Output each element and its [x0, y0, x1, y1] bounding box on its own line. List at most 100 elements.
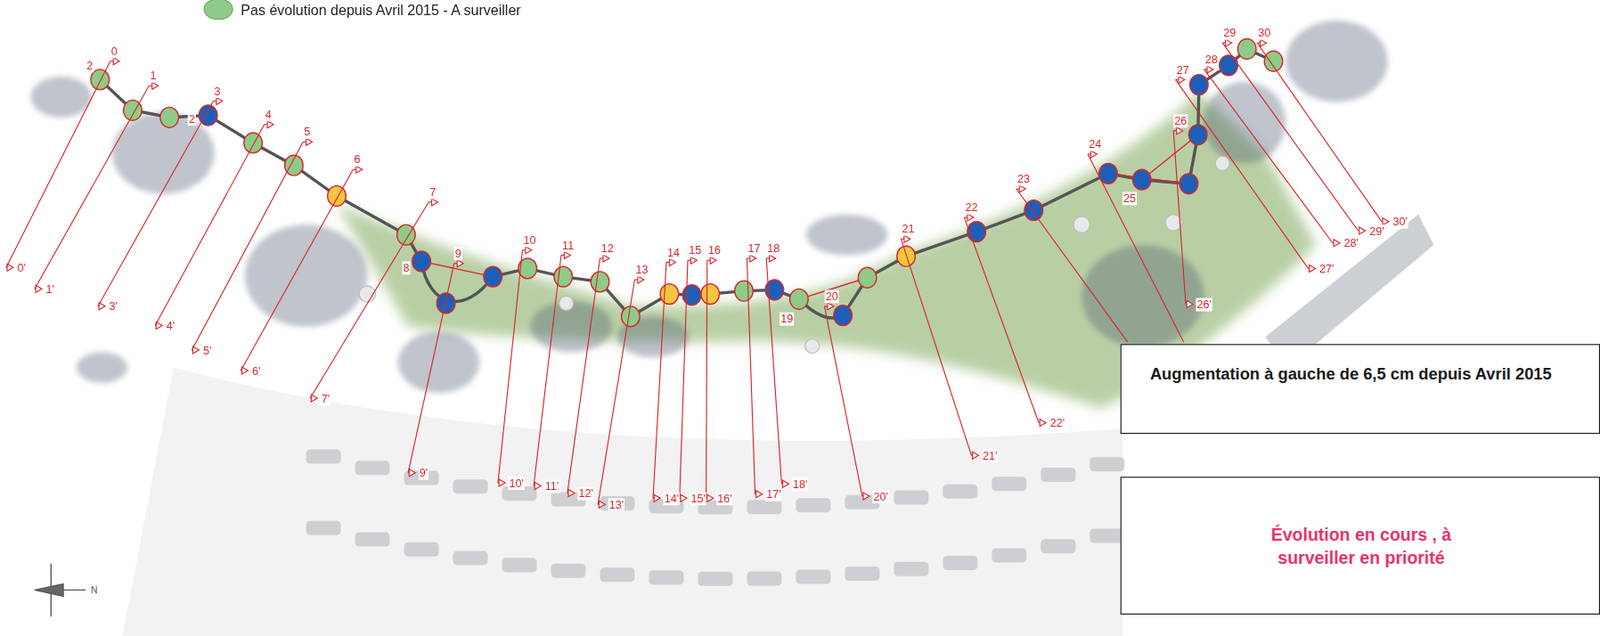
parking-space: [1089, 457, 1125, 472]
tree: [1204, 81, 1287, 164]
parking-space: [697, 571, 733, 587]
section-arrowhead: [113, 57, 120, 66]
parking-space: [404, 542, 440, 557]
marker-links: [421, 134, 1199, 300]
parking-space: [942, 555, 978, 571]
lamp: [559, 295, 574, 311]
section-arrowhead: [680, 494, 687, 502]
parking-space: [355, 532, 391, 547]
note-text: Évolution en cours , à surveiller en pri…: [1239, 524, 1485, 570]
section-number: 1': [44, 282, 56, 296]
section-line: [653, 262, 667, 499]
section-number: 27': [1318, 262, 1336, 277]
section-number: 4': [165, 319, 177, 334]
note-box: Augmentation à gauche de 6,5 cm depuis A…: [1120, 343, 1600, 434]
stable-marker: [397, 224, 417, 245]
section-number: 15: [687, 244, 703, 258]
section-number: 7': [320, 391, 332, 406]
section-number: 3': [107, 300, 119, 314]
north-arrow: [34, 563, 86, 618]
section-line: [1204, 69, 1333, 244]
section-number: 21': [981, 448, 999, 463]
section-line: [1222, 42, 1358, 231]
section-line: [310, 202, 429, 399]
section-number: 5: [302, 125, 311, 139]
section-number: 13: [634, 263, 649, 278]
section-number: 30: [1257, 26, 1272, 41]
section-arrowhead: [1359, 227, 1366, 235]
parking-space: [1040, 467, 1076, 482]
stable-marker: [244, 132, 263, 154]
section-arrowhead: [904, 235, 911, 243]
parking-space: [1089, 528, 1125, 543]
moving-marker: [412, 251, 432, 272]
section-arrowhead: [216, 97, 223, 105]
section-number: 14': [663, 491, 681, 506]
parking-space: [795, 570, 831, 585]
tree: [30, 76, 92, 118]
parking-space: [306, 448, 342, 464]
stable-marker: [1264, 50, 1283, 72]
lamp: [1215, 155, 1230, 171]
section-line: [191, 141, 303, 351]
section-number: 22: [963, 201, 979, 215]
moving-marker: [1179, 173, 1199, 195]
tree: [1285, 20, 1388, 103]
section-arrowhead: [1019, 185, 1026, 193]
section-number: 9: [454, 246, 463, 261]
section-number: 29: [1222, 26, 1237, 41]
section-number: 16': [716, 491, 734, 506]
moving-marker: [1219, 55, 1239, 76]
section-line: [408, 263, 455, 474]
section-arrowhead: [192, 346, 199, 354]
section-number: 28': [1342, 236, 1360, 251]
section-arrowhead: [756, 490, 763, 498]
section-number: 18': [791, 477, 809, 491]
section-arrowhead: [1207, 65, 1214, 74]
section-number: 14: [666, 245, 681, 260]
section-number: 26': [1195, 298, 1213, 312]
watch-marker: [327, 186, 347, 207]
section-arrowhead: [534, 482, 541, 490]
section-line: [963, 217, 1039, 423]
parking-space: [355, 460, 391, 475]
section-arrowhead: [653, 494, 661, 502]
section-arrowhead: [637, 276, 645, 284]
section-arrowhead: [1309, 264, 1316, 272]
section-arrowhead: [7, 263, 14, 271]
section-arrowhead: [408, 469, 416, 477]
section-number: 10: [522, 233, 537, 247]
moving-marker: [682, 285, 702, 306]
parking-space: [453, 479, 489, 494]
section-number: 20': [872, 489, 890, 504]
stable-marker: [790, 288, 809, 310]
tree: [806, 214, 889, 256]
section-arrowhead: [1176, 127, 1184, 135]
section-arrowhead: [972, 451, 980, 459]
section-line: [824, 306, 862, 497]
section-number: 5': [202, 343, 213, 358]
parking-space: [600, 567, 636, 582]
section-number: 2: [85, 58, 94, 73]
section-line: [1016, 188, 1128, 343]
section-number: 17: [746, 242, 761, 256]
parking-space: [844, 566, 880, 581]
section-number: 0': [16, 261, 27, 275]
parking-space: [991, 476, 1027, 491]
watch-marker: [701, 284, 720, 305]
section-arrowhead: [783, 480, 790, 488]
section-number: 29': [1368, 224, 1386, 238]
marker-link: [1142, 134, 1199, 180]
stable-marker: [554, 266, 573, 287]
legend-swatch: [204, 0, 233, 20]
section-arrowhead: [568, 489, 575, 498]
priority-box: Évolution en cours , à surveiller en pri…: [1120, 476, 1600, 615]
section-number: 25: [1122, 191, 1137, 205]
moving-marker: [967, 221, 987, 243]
section-arrowhead: [1333, 239, 1340, 247]
section-number: 22': [1048, 416, 1066, 431]
section-line: [97, 100, 213, 306]
trees: [30, 20, 1388, 393]
section-number: 10': [507, 476, 525, 490]
